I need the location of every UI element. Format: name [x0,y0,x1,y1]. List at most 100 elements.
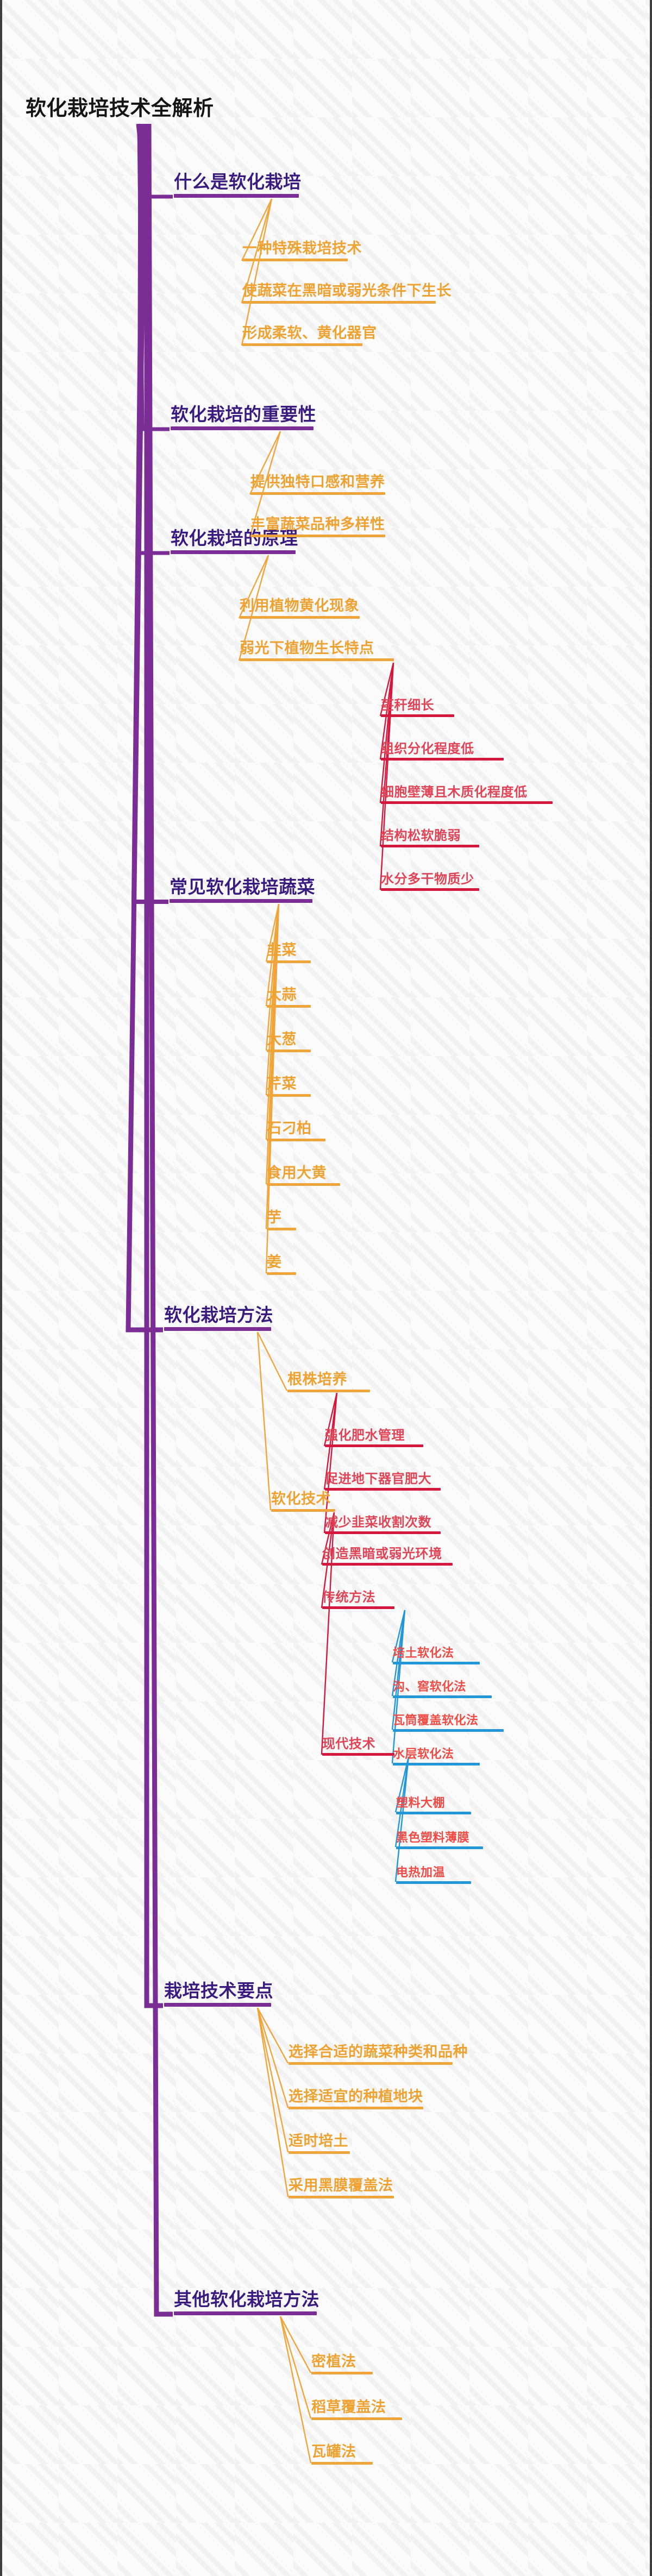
node-dense-planting-method[interactable]: 密植法 [311,2354,373,2375]
node-vegetable-chives[interactable]: 韭菜 [267,943,311,964]
node-underline [250,535,385,538]
node-rootstock-cultivation[interactable]: 根株培养 [287,1371,370,1393]
node-underline [240,616,360,619]
node-label: 使蔬菜在黑暗或弱光条件下生长 [242,282,452,299]
node-etiolation-phenomenon[interactable]: 利用植物黄化现象 [240,598,360,619]
node-underline [393,1763,480,1766]
mindmap-root-title[interactable]: 软化栽培技术全解析 [26,97,214,120]
node-create-dark-environment[interactable]: 创造黑暗或弱光环境 [322,1547,453,1566]
node-label: 大蒜 [267,987,297,1003]
node-ditch-cellar-method[interactable]: 沟、窖软化法 [393,1681,492,1699]
node-choose-planting-plot[interactable]: 选择适宜的种植地块 [289,2089,423,2110]
node-vegetable-taro[interactable]: 芋 [267,1210,296,1231]
node-electric-heating[interactable]: 电热加温 [396,1867,471,1884]
node-low-differentiation[interactable]: 组织分化程度低 [381,742,504,761]
node-underline [289,2151,350,2154]
node-label: 减少韭菜收割次数 [325,1515,431,1530]
node-tile-cover-method[interactable]: 瓦筒覆盖软化法 [393,1714,504,1732]
node-traditional-methods[interactable]: 传统方法 [322,1590,394,1610]
node-dark-or-weak-light[interactable]: 使蔬菜在黑暗或弱光条件下生长 [242,282,452,304]
node-black-film-covering[interactable]: 采用黑膜覆盖法 [289,2178,394,2199]
node-underline [267,1094,311,1097]
node-black-plastic-film[interactable]: 黑色塑料薄膜 [396,1832,483,1850]
node-underline [242,259,348,262]
branch-label: 其他软化栽培方法 [174,2289,319,2310]
node-underline [267,960,311,964]
node-vegetable-garlic[interactable]: 大蒜 [267,987,311,1008]
node-underline [325,1531,441,1535]
node-underline [311,2462,373,2465]
node-underline [287,1390,370,1393]
branch-underline [164,1327,271,1331]
node-underline [322,1753,394,1756]
node-label: 茎秆细长 [381,698,434,713]
branch-underline [170,899,312,903]
node-underline [267,1183,340,1186]
branch-key-points[interactable]: 栽培技术要点 [164,1980,273,2007]
node-underline [289,2196,394,2199]
node-fertilizer-water-mgmt[interactable]: 强化肥水管理 [325,1428,423,1448]
branch-label: 软化栽培的重要性 [171,404,316,425]
node-high-water-low-drymatter[interactable]: 水分多干物质少 [381,872,479,891]
node-label: 食用大黄 [267,1165,327,1182]
branch-what-is[interactable]: 什么是软化栽培 [174,172,302,198]
branch-underline [171,550,296,554]
branch-common-vegetables[interactable]: 常见软化栽培蔬菜 [170,876,315,903]
node-label: 石刁柏 [267,1120,312,1137]
node-label: 利用植物黄化现象 [240,598,359,614]
branch-other-methods[interactable]: 其他软化栽培方法 [174,2290,319,2315]
branch-underline [164,2002,271,2007]
node-label: 强化肥水管理 [325,1428,405,1443]
node-underground-organ-enlargement[interactable]: 促进地下器官肥大 [325,1472,441,1491]
node-underline [250,492,385,495]
branch-label: 常见软化栽培蔬菜 [170,876,315,897]
node-underline [289,2107,423,2110]
node-vegetable-rhubarb[interactable]: 食用大黄 [267,1165,340,1186]
node-underline [289,2062,453,2065]
node-underline [393,1662,480,1665]
node-underline [381,758,504,761]
node-vegetable-scallion[interactable]: 大葱 [267,1032,311,1053]
branch-underline [174,2311,317,2315]
node-soil-mounding-method[interactable]: 培土软化法 [393,1647,480,1665]
branch-label: 栽培技术要点 [164,1980,273,2001]
node-plastic-greenhouse[interactable]: 塑料大棚 [396,1797,471,1815]
node-label: 根株培养 [287,1371,347,1388]
node-soft-etiolated-organs[interactable]: 形成柔软、黄化器官 [242,325,377,347]
node-enrich-variety[interactable]: 丰富蔬菜品种多样性 [250,517,385,538]
node-slender-stem[interactable]: 茎秆细长 [381,698,454,718]
node-underline [396,1881,471,1884]
node-label: 一种特殊栽培技术 [242,240,362,257]
node-underline [267,1050,311,1053]
node-modern-technology[interactable]: 现代技术 [322,1737,394,1756]
node-label: 芹菜 [267,1076,297,1092]
node-softening-technique[interactable]: 软化技术 [271,1491,335,1512]
node-thin-cell-wall[interactable]: 细胞壁薄且木质化程度低 [381,785,553,805]
node-label: 软化技术 [271,1491,331,1507]
node-special-technique[interactable]: 一种特殊栽培技术 [242,240,362,262]
branch-methods[interactable]: 软化栽培方法 [164,1305,273,1331]
node-vegetable-asparagus[interactable]: 石刁柏 [267,1120,325,1142]
node-label: 电热加温 [396,1866,446,1880]
node-label: 稻草覆盖法 [311,2399,386,2416]
node-weak-light-growth[interactable]: 弱光下植物生长特点 [240,640,394,662]
node-underline [242,301,436,304]
node-label: 促进地下器官肥大 [325,1471,431,1486]
node-unique-taste[interactable]: 提供独特口感和营养 [250,474,385,495]
branch-importance[interactable]: 软化栽培的重要性 [171,405,316,430]
node-underline [393,1729,504,1732]
node-reduce-harvest-times[interactable]: 减少韭菜收割次数 [325,1515,441,1535]
node-earthen-jar-method[interactable]: 瓦罐法 [311,2444,373,2465]
node-underline [381,888,479,891]
node-vegetable-celery[interactable]: 芹菜 [267,1076,311,1097]
node-underline [322,1563,453,1566]
node-choose-vegetable-variety[interactable]: 选择合适的蔬菜种类和品种 [289,2044,468,2065]
node-loose-fragile[interactable]: 结构松软脆弱 [381,828,479,848]
node-water-layer-method[interactable]: 水层软化法 [393,1748,480,1766]
node-underline [267,1139,325,1142]
node-timely-soil-mounding[interactable]: 适时培土 [289,2133,350,2154]
node-label: 结构松软脆弱 [381,828,461,843]
node-straw-covering-method[interactable]: 稻草覆盖法 [311,2399,402,2421]
node-vegetable-ginger[interactable]: 姜 [267,1254,296,1276]
